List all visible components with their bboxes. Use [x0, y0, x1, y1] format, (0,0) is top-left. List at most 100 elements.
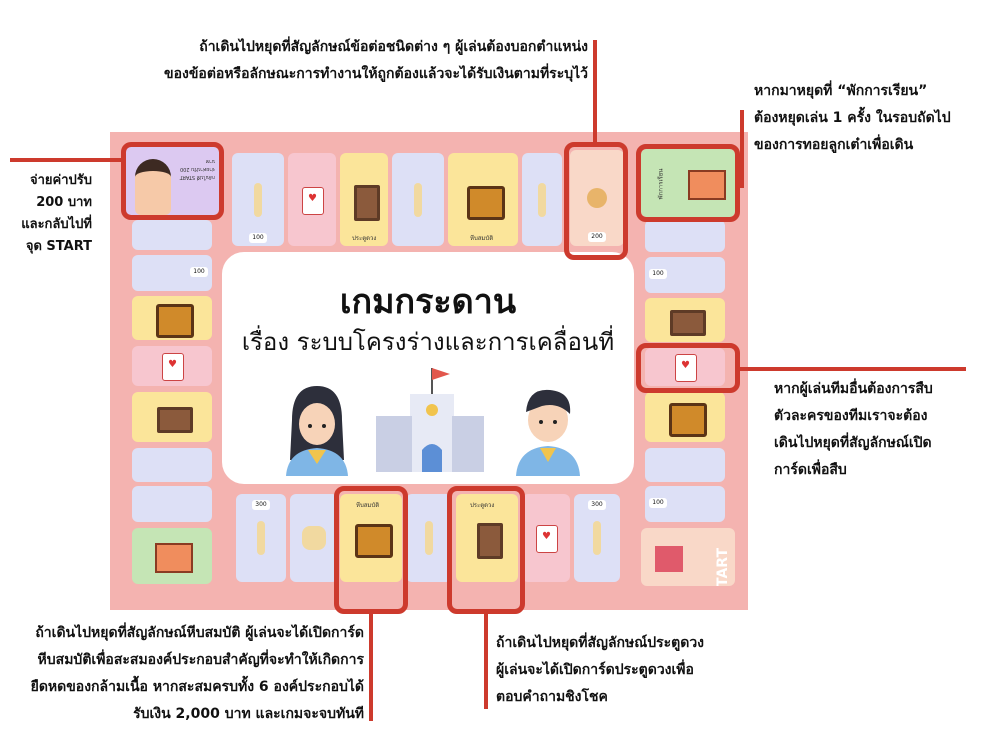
arm-bone-icon: [593, 521, 601, 555]
spine-icon: [425, 521, 433, 555]
card-icon: [536, 525, 558, 553]
chest-label: หีบสมบัติ: [356, 502, 380, 509]
annotation-line: ของข้อต่อหรือลักษณะการทำงานให้ถูกต้องแล้…: [164, 66, 588, 82]
tile-value: 100: [190, 267, 208, 277]
tile-left-7: [132, 486, 212, 522]
tile-start: START: [641, 528, 735, 586]
annotation-line: การ์ดเพื่อสืบ: [774, 462, 847, 478]
tile-right-6: [645, 448, 725, 482]
annotation-line: รับเงิน 2,000 บาท และเกมจะจบทันที: [133, 706, 364, 722]
annotation-line: ผู้เล่นจะได้เปิดการ์ดประตูดวงเพื่อ: [496, 662, 694, 678]
tile-card-bottom: [522, 494, 570, 582]
tile-right-7: 100: [645, 486, 725, 522]
door-label: ประตูดวง: [470, 502, 495, 509]
tile-value: 100: [649, 269, 667, 279]
tile-rest: พักการเรียน: [641, 149, 735, 217]
house-icon: [155, 543, 193, 573]
tile-value: 100: [249, 233, 267, 243]
chest-label: หีบสมบัติ: [470, 235, 494, 242]
tile-door-right: [645, 298, 725, 342]
hip-joint-icon: [587, 188, 607, 208]
board-subtitle: เรื่อง ระบบโครงร่างและการเคลื่อนที่: [241, 328, 615, 356]
card-icon: [302, 186, 324, 215]
annotation-line: ยืดหดของกล้ามเนื้อ หากสะสมครบทั้ง 6 องค์…: [30, 679, 364, 695]
tile-left-6: [132, 448, 212, 482]
tile-card-left: [132, 346, 212, 386]
door-label: ประตูดวง: [352, 235, 377, 242]
door-icon: [670, 310, 706, 336]
treasure-chest-icon: [467, 185, 505, 220]
tile-door-bottom: ประตูดวง: [456, 494, 518, 582]
house-icon: [688, 170, 726, 200]
annotation-top-center: ถ้าเดินไปหยุดที่สัญลักษณ์ข้อต่อชนิดต่าง …: [108, 34, 588, 88]
annotation-line: หากมาหยุดที่ “พักการเรียน”: [754, 83, 928, 99]
annotation-left: จ่ายค่าปรับ 200 บาท และกลับไปที่ จุด STA…: [4, 170, 92, 258]
treasure-chest-icon: [355, 524, 393, 558]
annotation-line: และกลับไปที่: [21, 217, 92, 232]
tile-rest-left: [132, 528, 212, 584]
arm-bone-icon: [257, 521, 265, 555]
highlight-door-tile: [447, 486, 525, 614]
annotation-line: ของการทอยลูกเต๋าเพื่อเดิน: [754, 137, 914, 153]
highlight-fine-tile: [121, 142, 224, 220]
annotation-line: ตอบคำถามชิงโชค: [496, 689, 608, 705]
ribcage-icon: [302, 526, 326, 550]
tile-left-1: [132, 220, 212, 250]
annotation-line: ถ้าเดินไปหยุดที่สัญลักษณ์ข้อต่อชนิดต่าง …: [199, 39, 588, 55]
door-icon: [354, 184, 380, 221]
tile-bottom-4: [406, 494, 452, 582]
card-icon: [162, 353, 184, 381]
tile-joint-1: 100: [232, 153, 284, 246]
annotation-line: 200 บาท: [36, 195, 92, 210]
tile-door-top: ประตูดวง: [340, 153, 388, 246]
highlight-rest-tile: [636, 144, 740, 222]
annotation-line: ตัวละครของทีมเราจะต้อง: [774, 408, 928, 424]
school-building-icon: [376, 368, 484, 472]
leg-bone-icon: [414, 182, 422, 217]
tile-bone-top-2: [522, 153, 562, 246]
treasure-chest-icon: [156, 304, 194, 338]
tile-right-2: 100: [645, 257, 725, 293]
annotation-right-middle: หากผู้เล่นทีมอื่นต้องการสืบ ตัวละครของที…: [774, 376, 990, 484]
annotation-line: หากผู้เล่นทีมอื่นต้องการสืบ: [774, 381, 933, 397]
annotation-line: เดินไปหยุดที่สัญลักษณ์เปิด: [774, 435, 932, 451]
annotation-bottom-right: ถ้าเดินไปหยุดที่สัญลักษณ์ประตูดวง ผู้เล่…: [496, 630, 796, 711]
tile-chest-right: [645, 392, 725, 442]
start-label: START: [715, 548, 731, 586]
connector-top-center: [593, 40, 597, 143]
card-icon: [675, 354, 697, 382]
tile-bone-top: [392, 153, 444, 246]
annotation-bottom-left: ถ้าเดินไปหยุดที่สัญลักษณ์หีบสมบัติ ผู้เล…: [4, 620, 364, 728]
connector-right-middle: [740, 367, 966, 371]
annotation-top-right: หากมาหยุดที่ “พักการเรียน” ต้องหยุดเล่น …: [754, 78, 990, 159]
tile-chest-top: หีบสมบัติ: [448, 153, 518, 246]
tile-left-2: 100: [132, 255, 212, 291]
connector-left: [10, 158, 122, 162]
door-icon: [477, 523, 503, 559]
annotation-line: ถ้าเดินไปหยุดที่สัญลักษณ์หีบสมบัติ ผู้เล…: [35, 625, 364, 641]
door-icon: [157, 407, 193, 433]
tile-door-left: [132, 392, 212, 442]
annotation-line: หีบสมบัติเพื่อสะสมองค์ประกอบสำคัญที่จะทำ…: [37, 652, 364, 668]
tile-value: 100: [649, 498, 667, 508]
connector-bottom-left: [369, 613, 373, 721]
tile-chest-bottom: หีบสมบัติ: [340, 494, 402, 582]
annotation-line: ต้องหยุดเล่น 1 ครั้ง ในรอบถัดไป: [754, 110, 951, 126]
annotation-line: จ่ายค่าปรับ: [29, 173, 92, 188]
connector-top-right: [740, 110, 744, 188]
center-panel: เกมกระดาน เรื่อง ระบบโครงร่างและการเคลื่…: [222, 252, 634, 484]
tile-value: 200: [588, 232, 606, 242]
tile-joint-top-right: 200: [570, 150, 624, 246]
annotation-line: จุด START: [25, 239, 92, 254]
tile-right-1: [645, 220, 725, 252]
tile-fine: กลับไปที่ START จ่ายค่าปรับ 200 บาท: [125, 147, 219, 215]
start-flag-icon: [655, 546, 683, 572]
tile-card-right: [645, 348, 725, 386]
teacher-avatar-icon: [135, 159, 171, 215]
highlight-chest-tile: [334, 486, 408, 614]
highlight-card-tile: [636, 343, 740, 393]
student-boy-icon: [516, 389, 580, 476]
tile-value: 300: [252, 500, 270, 510]
tile-value: 300: [588, 500, 606, 510]
annotation-line: ถ้าเดินไปหยุดที่สัญลักษณ์ประตูดวง: [496, 635, 705, 651]
